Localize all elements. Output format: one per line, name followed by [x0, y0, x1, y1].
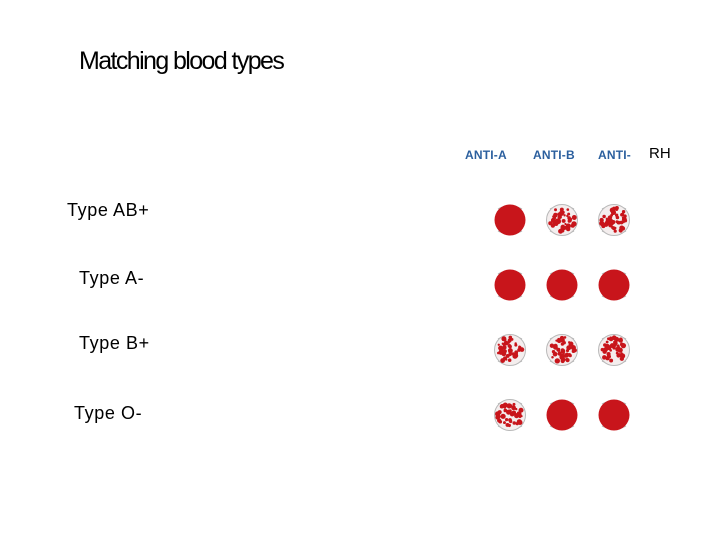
column-header-anti-rh: ANTI- — [598, 148, 631, 162]
test-well-smooth-anti-b — [545, 398, 579, 432]
test-well-agglutinated-anti-b — [545, 203, 579, 237]
column-header-anti-b: ANTI-B — [533, 148, 575, 162]
page-title: Matching blood types — [79, 47, 285, 75]
test-well-agglutinated-anti-a — [493, 398, 527, 432]
row-label-type-b-positive: Type B+ — [79, 333, 150, 353]
test-well-agglutinated-anti-rh — [597, 203, 631, 237]
row-label-type-a-negative: Type A- — [79, 268, 145, 288]
test-well-smooth-anti-a — [493, 203, 527, 237]
test-well-agglutinated-anti-rh — [597, 333, 631, 367]
test-well-smooth-anti-a — [493, 268, 527, 302]
column-header-anti-a: ANTI-A — [465, 148, 507, 162]
test-well-smooth-anti-rh — [597, 398, 631, 432]
row-label-type-ab-positive: Type AB+ — [67, 200, 150, 220]
test-well-smooth-anti-rh — [597, 268, 631, 302]
column-header-rh-suffix: RH — [649, 145, 671, 162]
test-well-agglutinated-anti-a — [493, 333, 527, 367]
test-well-smooth-anti-b — [545, 268, 579, 302]
test-well-agglutinated-anti-b — [545, 333, 579, 367]
row-label-type-o-negative: Type O- — [74, 403, 143, 423]
